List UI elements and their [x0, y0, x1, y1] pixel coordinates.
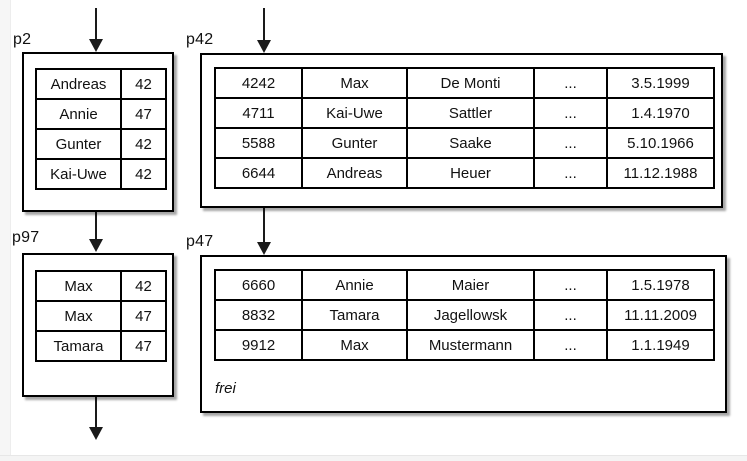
table-cell: Max: [35, 270, 122, 302]
table-row: 6660 Annie Maier ... 1.5.1978: [214, 269, 715, 301]
arrow-into-p42: [257, 8, 271, 53]
table-cell: 4711: [214, 97, 303, 129]
table-cell: 47: [120, 98, 167, 130]
table-cell: Gunter: [301, 127, 408, 159]
slide-bottom-margin: [0, 455, 747, 461]
table-row: Tamara 47: [35, 330, 167, 362]
slide-left-margin: [0, 0, 11, 460]
table-cell: ...: [533, 329, 608, 361]
page-label-p42: p42: [186, 31, 214, 48]
table-cell: Max: [301, 329, 408, 361]
table-cell: 3.5.1999: [606, 67, 715, 99]
table-cell: 5588: [214, 127, 303, 159]
table-cell: 47: [120, 330, 167, 362]
table-cell: ...: [533, 157, 608, 189]
table-cell: Kai-Uwe: [301, 97, 408, 129]
table-cell: Jagellowsk: [406, 299, 535, 331]
arrow-out-of-p97: [89, 397, 103, 440]
table-cell: Andreas: [35, 68, 122, 100]
table-row: 5588 Gunter Saake ... 5.10.1966: [214, 127, 715, 159]
table-cell: Maier: [406, 269, 535, 301]
table-row: 6644 Andreas Heuer ... 11.12.1988: [214, 157, 715, 189]
page-box-p97: Max 42 Max 47 Tamara 47: [22, 253, 174, 397]
table-cell: Annie: [35, 98, 122, 130]
table-cell: Andreas: [301, 157, 408, 189]
arrow-head-icon: [257, 40, 271, 53]
table-row: Max 47: [35, 300, 167, 332]
page-label-p47: p47: [186, 233, 214, 250]
arrow-shaft: [95, 212, 97, 240]
table-cell: Annie: [301, 269, 408, 301]
table-row: Annie 47: [35, 98, 167, 130]
arrow-head-icon: [89, 39, 103, 52]
table-cell: 42: [120, 68, 167, 100]
page-label-p2: p2: [13, 31, 32, 48]
table-cell: ...: [533, 97, 608, 129]
table-cell: 1.1.1949: [606, 329, 715, 361]
arrow-shaft: [95, 397, 97, 428]
table-cell: Mustermann: [406, 329, 535, 361]
table-cell: Max: [35, 300, 122, 332]
table-cell: 42: [120, 270, 167, 302]
arrow-into-p2: [89, 8, 103, 52]
table-row: Gunter 42: [35, 128, 167, 160]
table-cell: 1.5.1978: [606, 269, 715, 301]
table-cell: ...: [533, 269, 608, 301]
table-row: 8832 Tamara Jagellowsk ... 11.11.2009: [214, 299, 715, 331]
table-cell: Sattler: [406, 97, 535, 129]
table-cell: 11.11.2009: [606, 299, 715, 331]
table-cell: Kai-Uwe: [35, 158, 122, 190]
page-label-p97: p97: [12, 229, 40, 246]
data-table-p47: 6660 Annie Maier ... 1.5.1978 8832 Tamar…: [214, 269, 715, 361]
free-space-label: frei: [215, 380, 236, 397]
table-cell: De Monti: [406, 67, 535, 99]
table-cell: 42: [120, 158, 167, 190]
table-cell: 6660: [214, 269, 303, 301]
arrow-head-icon: [89, 239, 103, 252]
table-row: Andreas 42: [35, 68, 167, 100]
table-cell: ...: [533, 299, 608, 331]
table-row: Max 42: [35, 270, 167, 302]
table-row: 4711 Kai-Uwe Sattler ... 1.4.1970: [214, 97, 715, 129]
table-cell: 6644: [214, 157, 303, 189]
table-cell: 8832: [214, 299, 303, 331]
arrow-shaft: [263, 208, 265, 243]
table-cell: 47: [120, 300, 167, 332]
table-row: Kai-Uwe 42: [35, 158, 167, 190]
table-cell: Gunter: [35, 128, 122, 160]
table-cell: 42: [120, 128, 167, 160]
table-cell: Heuer: [406, 157, 535, 189]
index-table-p97: Max 42 Max 47 Tamara 47: [35, 270, 167, 362]
table-cell: ...: [533, 67, 608, 99]
table-cell: 1.4.1970: [606, 97, 715, 129]
arrow-shaft: [95, 8, 97, 40]
table-cell: 11.12.1988: [606, 157, 715, 189]
arrow-p42-to-p47: [257, 208, 271, 255]
arrow-head-icon: [89, 427, 103, 440]
table-cell: ...: [533, 127, 608, 159]
table-cell: 5.10.1966: [606, 127, 715, 159]
arrow-head-icon: [257, 242, 271, 255]
page-box-p2: Andreas 42 Annie 47 Gunter 42 Kai-Uwe 42: [22, 52, 174, 212]
table-cell: 9912: [214, 329, 303, 361]
table-cell: Tamara: [301, 299, 408, 331]
arrow-shaft: [263, 8, 265, 41]
data-table-p42: 4242 Max De Monti ... 3.5.1999 4711 Kai-…: [214, 67, 715, 189]
table-cell: Tamara: [35, 330, 122, 362]
table-row: 4242 Max De Monti ... 3.5.1999: [214, 67, 715, 99]
page-box-p47: 6660 Annie Maier ... 1.5.1978 8832 Tamar…: [200, 255, 727, 413]
table-cell: 4242: [214, 67, 303, 99]
index-table-p2: Andreas 42 Annie 47 Gunter 42 Kai-Uwe 42: [35, 68, 167, 190]
page-box-p42: 4242 Max De Monti ... 3.5.1999 4711 Kai-…: [200, 53, 723, 208]
table-row: 9912 Max Mustermann ... 1.1.1949: [214, 329, 715, 361]
arrow-p2-to-p97: [89, 212, 103, 252]
table-cell: Max: [301, 67, 408, 99]
table-cell: Saake: [406, 127, 535, 159]
